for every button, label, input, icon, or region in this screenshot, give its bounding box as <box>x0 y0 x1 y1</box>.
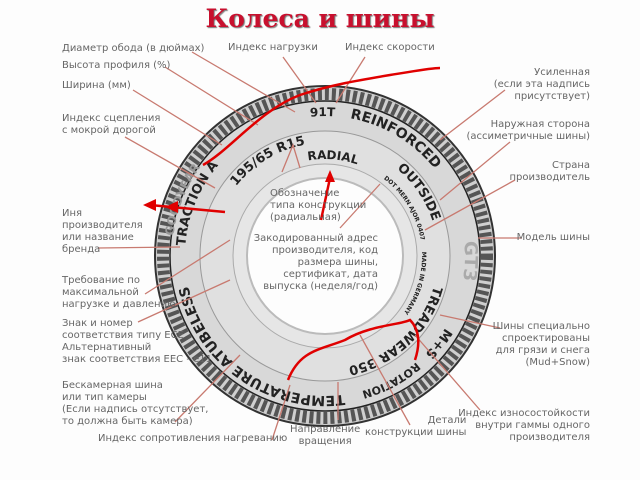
label-speed-index: Индекс скорости <box>345 42 435 53</box>
red-arrow-brand <box>149 203 226 214</box>
label-width: Ширина (мм) <box>62 80 131 91</box>
arrowheads <box>143 170 335 213</box>
label-heat-resistance: Индекс сопротивления нагреванию <box>98 433 288 444</box>
red-underline-treadwear <box>286 318 420 381</box>
tire-text-load-speed: 91T <box>309 105 336 120</box>
label-rim-diameter: Диаметр обода (в дюймах) <box>62 43 205 54</box>
arrowhead-up-icon <box>325 170 335 182</box>
rim-hole <box>246 177 404 335</box>
label-model: Модель шины <box>516 232 590 243</box>
red-arrow-construction <box>319 177 332 221</box>
leader-lines <box>97 51 522 441</box>
label-outside: Наружная сторона(ассиметричные шины) <box>466 119 590 142</box>
arrowhead-left-icon <box>143 199 156 211</box>
label-load-index: Индекс нагрузки <box>228 42 318 53</box>
page-title: Колеса и шины <box>205 4 435 33</box>
tread-ring <box>157 88 493 424</box>
red-underline-size <box>202 66 441 167</box>
red-annotations <box>149 66 441 381</box>
label-aspect-ratio: Высота профиля (%) <box>62 60 171 71</box>
tire-text-model: GT3 <box>458 241 481 283</box>
arrowhead-left-icon <box>165 201 178 213</box>
